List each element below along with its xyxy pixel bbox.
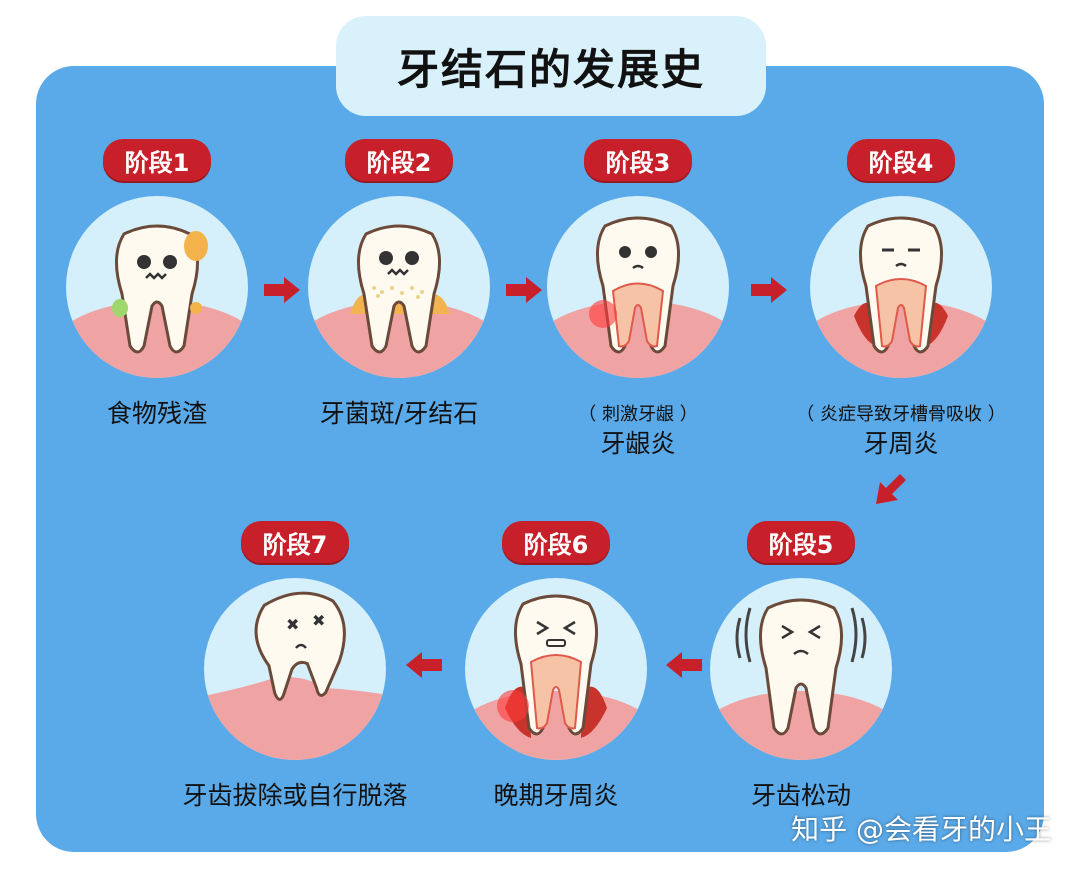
stage-7-label: 牙齿拔除或自行脱落 bbox=[182, 781, 408, 810]
arrow-right-icon bbox=[751, 277, 787, 303]
stage-3-sublabel: （ 刺激牙龈 ） bbox=[578, 404, 698, 425]
arrow-down-left-icon bbox=[876, 474, 906, 504]
arrow-right-icon bbox=[506, 277, 542, 303]
stage-7-illustration: ✖✖ bbox=[204, 578, 386, 760]
svg-text:✖: ✖ bbox=[286, 615, 299, 634]
stage-5-badge: 阶段5 bbox=[747, 521, 855, 563]
stage-2-illustration bbox=[308, 196, 490, 378]
stage-4-illustration bbox=[810, 196, 992, 378]
stage-2-badge: 阶段2 bbox=[345, 139, 453, 181]
stage-4-sublabel: （ 炎症导致牙槽骨吸收 ） bbox=[796, 404, 1006, 425]
stage-6-label: 晚期牙周炎 bbox=[493, 781, 619, 810]
watermark: 知乎 @会看牙的小王 bbox=[791, 813, 1052, 846]
svg-text:✖: ✖ bbox=[312, 611, 325, 630]
stage-5-label: 牙齿松动 bbox=[750, 781, 852, 810]
stage-5-illustration bbox=[710, 578, 892, 760]
page-title: 牙结石的发展史 bbox=[336, 16, 766, 116]
stage-3-label: 牙龈炎 bbox=[600, 429, 676, 458]
stage-1-badge: 阶段1 bbox=[103, 139, 211, 181]
stage-1-label: 食物残渣 bbox=[106, 399, 208, 428]
arrow-left-icon bbox=[406, 652, 442, 678]
stage-6-badge: 阶段6 bbox=[502, 521, 610, 563]
stage-3-illustration bbox=[547, 196, 729, 378]
stage-2-label: 牙菌斑/牙结石 bbox=[319, 399, 479, 428]
stage-7-badge: 阶段7 bbox=[241, 521, 349, 563]
stage-6-illustration bbox=[465, 578, 647, 760]
stage-4-label: 牙周炎 bbox=[863, 429, 939, 458]
stage-3-badge: 阶段3 bbox=[584, 139, 692, 181]
stage-1-illustration bbox=[66, 196, 248, 378]
arrow-right-icon bbox=[264, 277, 300, 303]
arrow-left-icon bbox=[666, 652, 702, 678]
stage-4-badge: 阶段4 bbox=[847, 139, 955, 181]
